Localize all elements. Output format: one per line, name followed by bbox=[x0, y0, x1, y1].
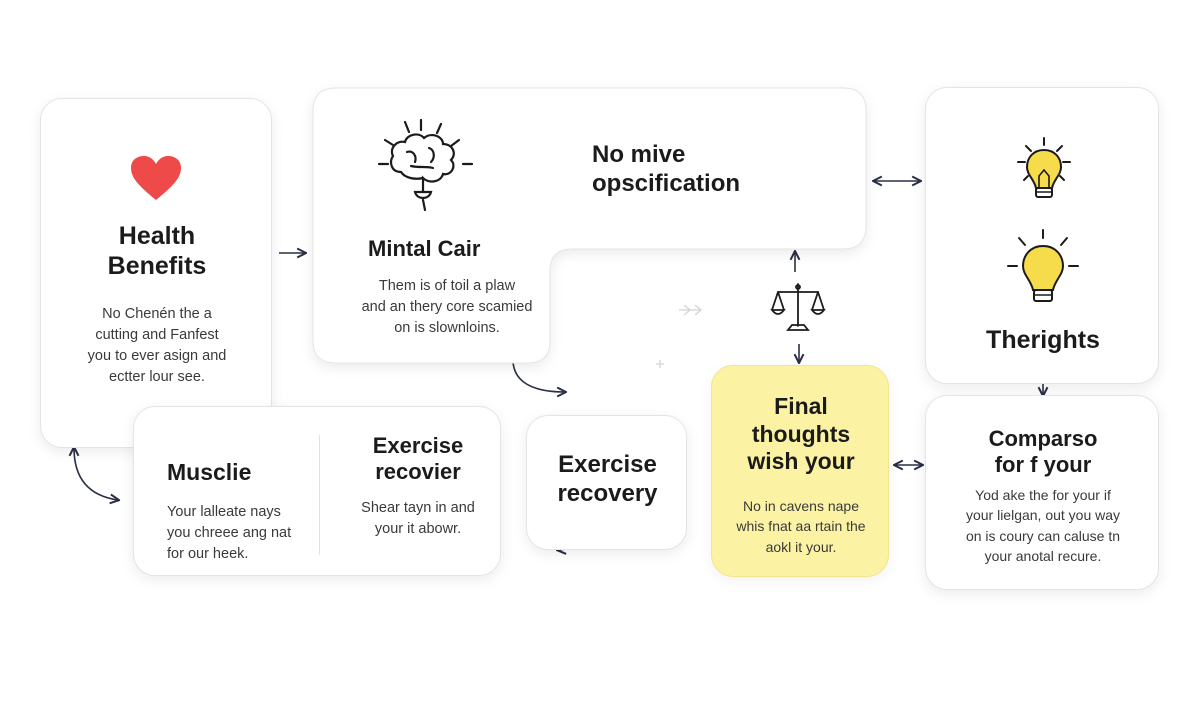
node-mental-shape bbox=[312, 87, 867, 364]
node-body: No Chenén the a cutting and Fanfest you… bbox=[87, 306, 227, 386]
balance-scale-icon bbox=[770, 283, 826, 331]
node-title: Musclie bbox=[167, 459, 252, 485]
node-body: No in cavens nape whis fnat aa rtain the… bbox=[736, 498, 866, 555]
lightbulb-icon bbox=[1017, 137, 1071, 198]
node-mental-cair[interactable]: Mintal Cair Them is of toil a plaw and a… bbox=[313, 88, 866, 363]
divider bbox=[319, 435, 320, 555]
node-body: Yod ake the for your if your lielgan, ou… bbox=[965, 487, 1121, 564]
heart-icon bbox=[131, 156, 181, 200]
node-body: Your lalleate nays you chreee ang nat fo… bbox=[167, 504, 292, 563]
node-body: Shear tayn in and your it abowr. bbox=[361, 500, 475, 538]
node-comparso[interactable]: Comparso for f your Yod ake the for your… bbox=[925, 395, 1159, 590]
lightbulb-icon bbox=[1007, 229, 1079, 302]
node-title: Exercise recovery bbox=[557, 451, 658, 507]
arrow-health-to-muscle bbox=[74, 448, 118, 500]
node-title: Mintal Cair bbox=[368, 236, 481, 261]
node-body: Them is of toil a plaw and an thery core… bbox=[361, 278, 533, 337]
node-title: Therights bbox=[986, 326, 1100, 354]
node-exercise-recovier-title: Exercise recovier bbox=[372, 433, 464, 485]
node-title: Health Benefits bbox=[107, 222, 207, 280]
node-musclie[interactable]: Musclie Your lalleate nays you chreee an… bbox=[133, 406, 501, 576]
node-health-benefits[interactable]: Health Benefits No Chenén the a cutting… bbox=[40, 98, 272, 448]
node-title: Final thoughts wish your bbox=[747, 393, 855, 475]
node-no-mive-opscification: No mive opscification bbox=[592, 141, 741, 197]
node-therights[interactable]: Therights bbox=[925, 87, 1159, 384]
brain-icon bbox=[377, 118, 474, 212]
node-title: Comparso for f your bbox=[988, 426, 1098, 478]
node-final-thoughts[interactable]: Final thoughts wish your No in cavens na… bbox=[711, 365, 889, 577]
node-exercise-recovery[interactable]: Exercise recovery bbox=[526, 415, 687, 550]
